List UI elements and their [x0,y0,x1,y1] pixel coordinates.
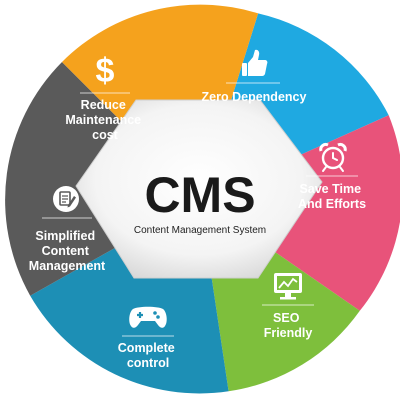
label-complete-control: Complete control [118,341,178,370]
alarm-clock-icon [319,143,347,172]
core-subtitle: Content Management System [134,225,266,236]
label-seo-friendly-line: SEO [273,311,300,325]
document-edit-icon [53,186,79,212]
label-simplified-content: Simplified Content Management [29,229,106,273]
label-simplified-content-line: Content [42,244,90,258]
thumbs-up-icon [242,49,268,76]
label-save-time: Save Time And Efforts [298,182,366,211]
label-save-time-line: And Efforts [298,197,366,211]
label-complete-control-line: Complete [118,341,175,355]
label-reduce-maintenance-line: cost [92,128,119,142]
label-save-time-line: Save Time [299,182,361,196]
gamepad-icon [129,306,167,328]
dollar-icon: $ [96,52,115,90]
label-reduce-maintenance-line: Maintenance [65,113,141,127]
label-reduce-maintenance-line: Reduce [81,98,126,112]
label-simplified-content-line: Simplified [35,229,95,243]
label-seo-friendly: SEO Friendly [264,311,313,340]
label-seo-friendly-line: Friendly [264,326,313,340]
core-title: CMS [144,167,255,223]
analytics-monitor-icon [274,273,302,300]
label-zero-dependency: Zero Dependency [202,90,307,104]
label-reduce-maintenance: Reduce Maintenance cost [65,98,144,142]
label-zero-dependency-line: Zero Dependency [202,90,307,104]
core-hexagon [75,99,323,279]
label-complete-control-line: control [127,356,169,370]
label-simplified-content-line: Management [29,259,106,273]
